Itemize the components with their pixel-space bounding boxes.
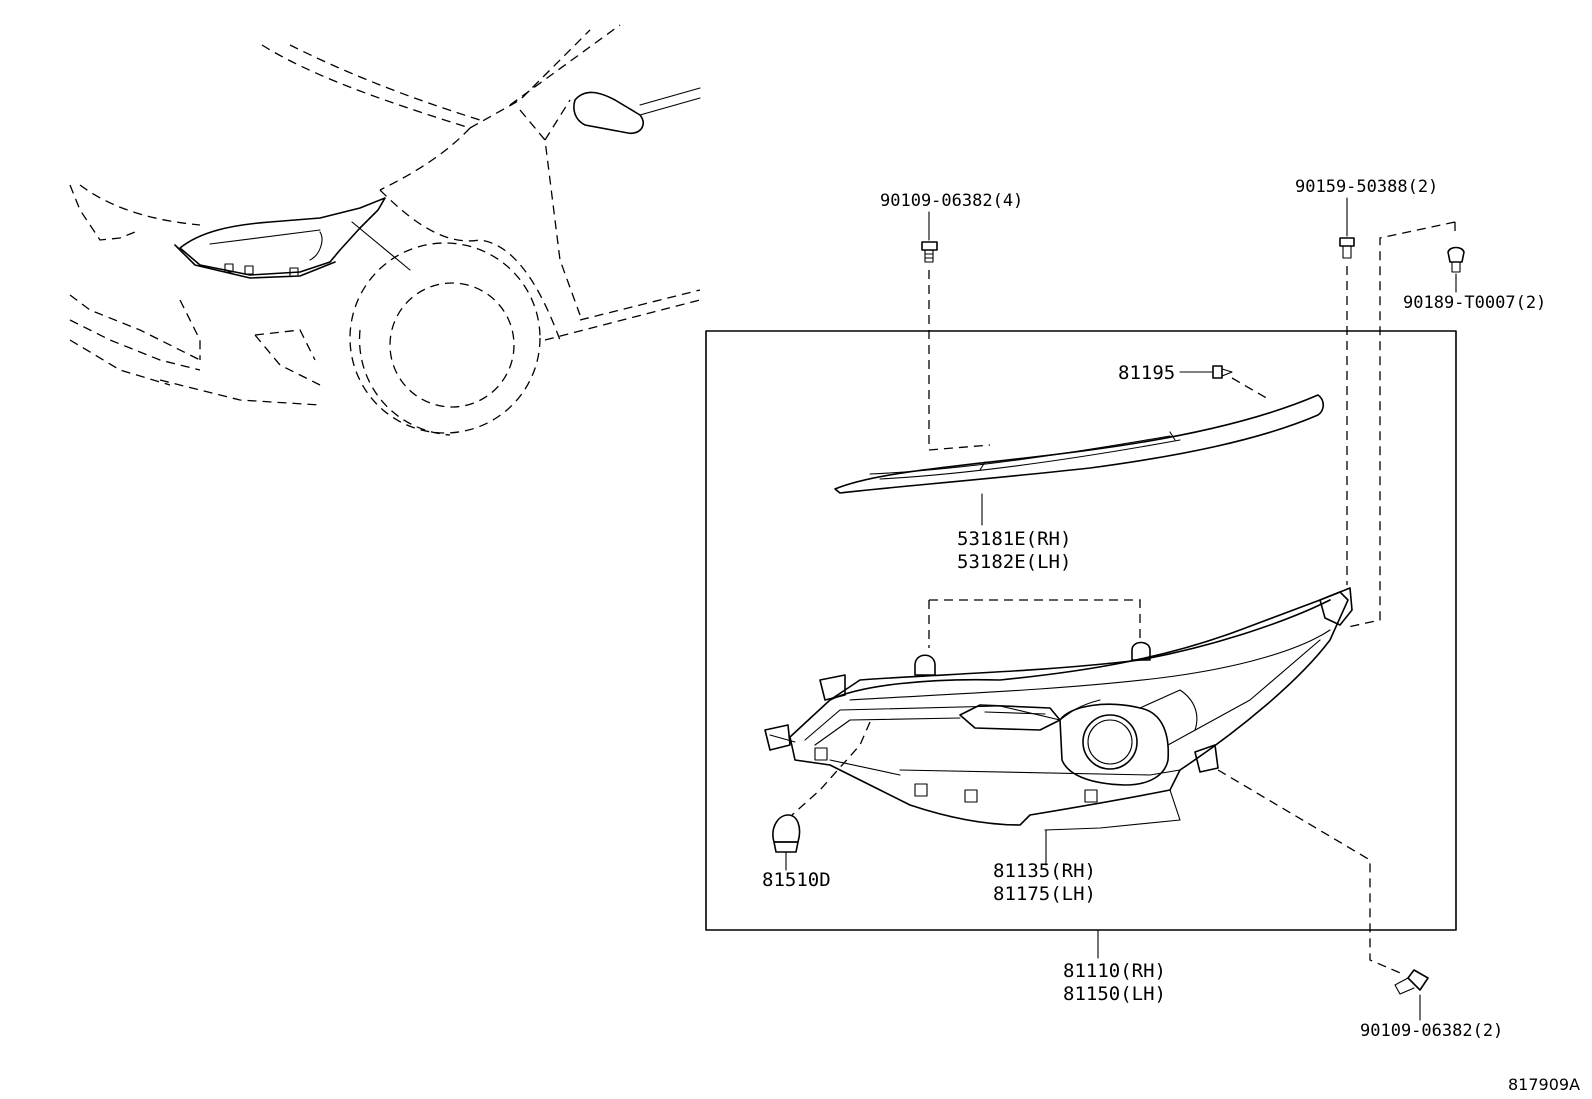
vehicle-front-overview [69, 24, 701, 436]
clip-right [1447, 246, 1465, 293]
diagram-reference-code: 817909A [1508, 1075, 1580, 1094]
callout-lens-lh: 81175(LH) [993, 883, 1096, 905]
assembly-frame [705, 330, 1457, 931]
callout-assy-rh: 81110(RH) [1063, 960, 1166, 982]
callout-cover-lh: 53182E(LH) [957, 551, 1071, 573]
callout-cover-rh: 53181E(RH) [957, 528, 1071, 550]
callout-bolt-lower: 90109-06382(2) [1360, 1021, 1503, 1041]
screw-right [1339, 197, 1355, 259]
screw-81195 [1179, 365, 1233, 379]
headlamp-cover-strip [834, 394, 1325, 526]
bolt-lower [1394, 969, 1429, 1021]
callout-bolt-upper: 90109-06382(4) [880, 191, 1023, 211]
callout-bulb: 81510D [762, 869, 831, 891]
bulb-81510d [772, 814, 801, 871]
callout-lens-rh: 81135(RH) [993, 860, 1096, 882]
callout-screw-81195: 81195 [1118, 362, 1175, 384]
bolt-upper [921, 211, 938, 263]
headlamp-unit [764, 587, 1353, 866]
callout-clip-right: 90189-T0007(2) [1403, 293, 1546, 313]
callout-assy-lh: 81150(LH) [1063, 983, 1166, 1005]
callout-screw-right: 90159-50388(2) [1295, 177, 1438, 197]
